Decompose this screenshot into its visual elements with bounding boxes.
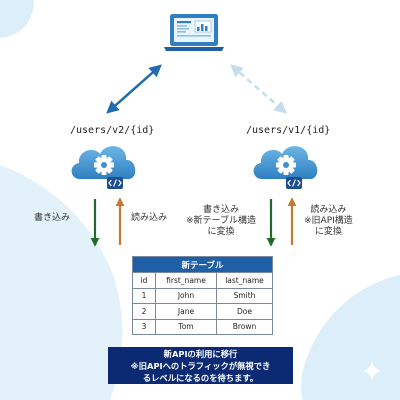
cloud-gear-icon	[71, 146, 136, 190]
top-left-decoration	[0, 0, 34, 38]
arrow-client-to-v1	[230, 64, 287, 114]
table-cell: 1	[132, 287, 156, 304]
table-title: 新テーブル	[132, 256, 273, 273]
v1-read-line: に変換	[314, 227, 342, 237]
bottom-left-decoration	[0, 165, 123, 400]
migration-note: 新APIの利用に移行 ※旧APIへのトラフィックが無視でき るレベルになるのを待…	[108, 347, 293, 384]
v2-read-label: 読み込み	[131, 213, 168, 223]
v1-read-line: ※旧API構造	[304, 216, 353, 226]
table-row: 2 Jane Doe	[132, 303, 273, 320]
table-cell: 3	[132, 318, 156, 335]
table-cell: 2	[132, 303, 156, 320]
laptop-icon	[164, 14, 224, 51]
table-row: 3 Tom Brown	[132, 318, 273, 335]
table-cell: Brown	[216, 318, 273, 335]
v1-write-label: 書き込み ※新テーブル構造 に変換	[186, 205, 256, 238]
v1-write-line: ※新テーブル構造	[186, 216, 257, 226]
table-cell: Smith	[216, 287, 273, 304]
column-header-last-name: last_name	[216, 272, 273, 289]
note-line: ※旧APIへのトラフィックが無視でき	[130, 361, 271, 371]
new-table: 新テーブル id first_name last_name 1 John Smi…	[132, 256, 273, 335]
note-line: 新APIの利用に移行	[163, 349, 238, 359]
v1-read-line: 読み込み	[310, 205, 347, 215]
sparkle-icon	[363, 362, 381, 380]
v1-write-line: 書き込み	[203, 205, 240, 215]
table-cell: Tom	[155, 318, 217, 335]
note-line: るレベルになるのを待ちます。	[142, 373, 259, 383]
bottom-right-decoration	[301, 275, 400, 400]
table-header-row: id first_name last_name	[132, 272, 273, 289]
endpoint-v2-label: /users/v2/{id}	[70, 125, 155, 136]
table-cell: Doe	[216, 303, 273, 320]
column-header-first-name: first_name	[155, 272, 217, 289]
v1-write-line: に変換	[207, 227, 235, 237]
table-row: 1 John Smith	[132, 287, 273, 304]
v2-write-label: 書き込み	[34, 213, 71, 223]
table-cell: Jane	[155, 303, 217, 320]
column-header-id: id	[132, 272, 156, 289]
arrow-client-to-v2	[106, 64, 162, 114]
v1-read-label: 読み込み ※旧API構造 に変換	[304, 205, 353, 238]
table-cell: John	[155, 287, 217, 304]
endpoint-v1-label: /users/v1/{id}	[246, 125, 331, 136]
cloud-gear-icon	[253, 146, 318, 190]
